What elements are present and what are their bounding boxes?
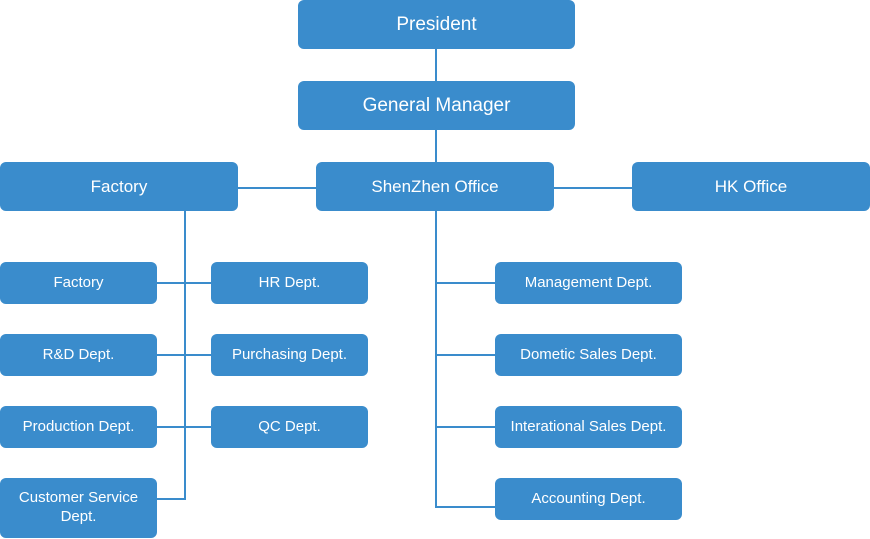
shenzhen-trunk xyxy=(435,211,437,507)
dept-purchasing-box: Purchasing Dept. xyxy=(211,334,368,376)
dept-factory-box: Factory xyxy=(0,262,157,304)
factory-branch-2 xyxy=(156,354,212,356)
connector-shenzhen-hk xyxy=(553,187,633,189)
factory-branch-3 xyxy=(156,426,212,428)
dept-production-box: Production Dept. xyxy=(0,406,157,448)
shenzhen-branch-1 xyxy=(435,282,496,284)
dept-management-box: Management Dept. xyxy=(495,262,682,304)
connector-president-gm xyxy=(435,49,437,81)
dept-international-sales-box: Interational Sales Dept. xyxy=(495,406,682,448)
shenzhen-branch-4 xyxy=(435,506,496,508)
factory-branch-4 xyxy=(156,498,186,500)
shenzhen-branch-2 xyxy=(435,354,496,356)
president-box: President xyxy=(298,0,575,49)
dept-hr-box: HR Dept. xyxy=(211,262,368,304)
shenzhen-office-box: ShenZhen Office xyxy=(316,162,554,211)
factory-box: Factory xyxy=(0,162,238,211)
dept-rnd-box: R&D Dept. xyxy=(0,334,157,376)
shenzhen-branch-3 xyxy=(435,426,496,428)
connector-factory-shenzhen xyxy=(237,187,317,189)
dept-domestic-sales-box: Dometic Sales Dept. xyxy=(495,334,682,376)
factory-branch-1 xyxy=(156,282,212,284)
dept-customer-service-box: Customer Service Dept. xyxy=(0,478,157,538)
dept-qc-box: QC Dept. xyxy=(211,406,368,448)
dept-accounting-box: Accounting Dept. xyxy=(495,478,682,520)
general-manager-box: General Manager xyxy=(298,81,575,130)
hk-office-box: HK Office xyxy=(632,162,870,211)
connector-gm-shenzhen xyxy=(435,130,437,162)
